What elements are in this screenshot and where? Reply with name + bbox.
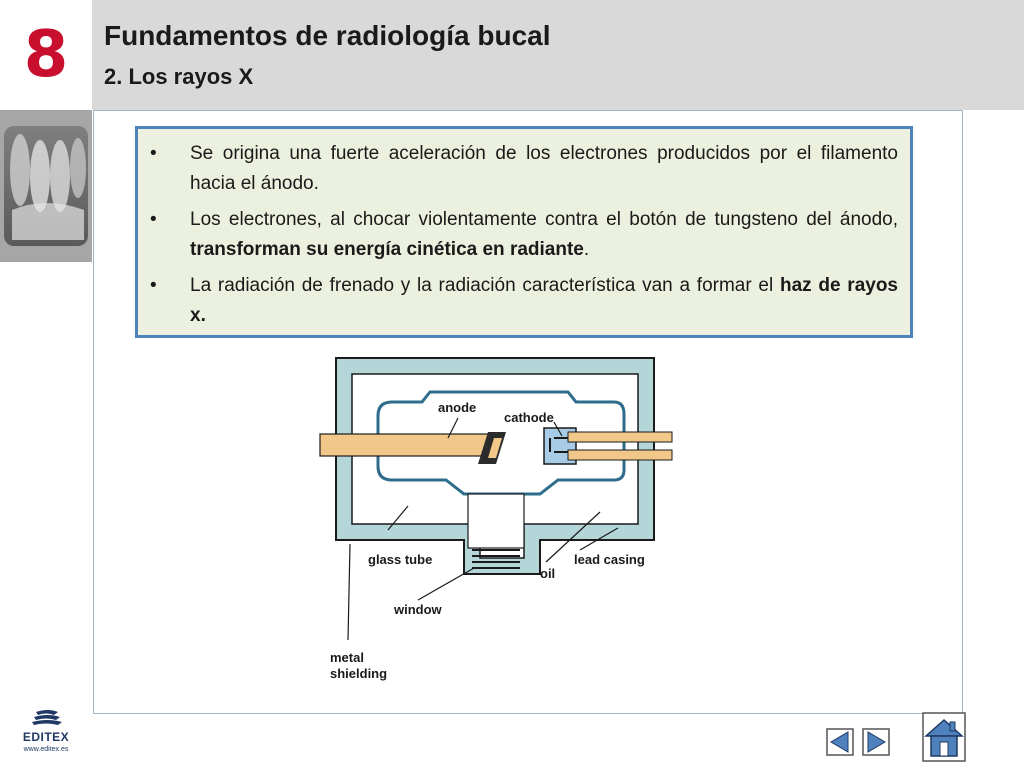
bullet-icon: • [150,209,157,230]
slide-subtitle: 2. Los rayos X [104,64,254,89]
bullet-item: • Se origina una fuerte aceleración de l… [148,139,898,199]
bullet-text-box: • Se origina una fuerte aceleración de l… [135,126,913,338]
shielding-label: shielding [330,666,387,681]
window-label: window [393,602,443,617]
dental-xray-thumbnail [0,110,92,262]
oil-label: oil [540,566,555,581]
glass-tube-label: glass tube [368,552,432,567]
next-slide-button[interactable] [862,728,890,756]
chapter-number: 8 [23,18,69,92]
previous-slide-button[interactable] [826,728,854,756]
window-threads [472,549,520,569]
xray-tube-diagram: anode cathode glass tube oil lead casing… [319,357,673,681]
label-leaders [347,417,619,641]
dental-xray-image [0,110,92,262]
window-block [467,493,525,549]
bullet-item: • Los electrones, al chocar violentament… [148,205,898,265]
bullet-text: Se origina una fuerte aceleración de los… [190,139,898,199]
logo-brand-text: EDITEX [22,730,70,744]
bullet-text-part: Los electrones, al chocar violentamente … [190,209,898,230]
cathode-label: cathode [504,410,554,425]
bullet-icon: • [150,143,157,164]
logo-url-text: www.editex.es [23,746,69,753]
triangle-left-icon [826,728,854,756]
bullet-text: La radiación de frenado y la radiación c… [190,271,898,331]
bullet-text-part: La radiación de frenado y la radiación c… [190,275,780,296]
editex-logo: EDITEX www.editex.es [14,708,78,760]
bullet-text-bold: transforman su energía cinética en radia… [190,239,584,260]
bullet-text-part: . [583,239,590,260]
metal-label: metal [330,650,364,665]
house-icon [922,712,966,762]
bullet-text: Los electrones, al chocar violentamente … [190,205,898,265]
editex-logo-icon [32,710,62,725]
home-button[interactable] [922,712,966,762]
slide-header: Fundamentos de radiología bucal 2. Los r… [92,0,1024,110]
bullet-text-part: Se origina una fuerte aceleración de los… [190,143,898,194]
slide-title: Fundamentos de radiología bucal [104,20,551,51]
bullet-text-bold: haz de rayos x. [190,275,898,326]
anode-rod [319,433,497,457]
cathode-leads [567,431,673,461]
lead-casing-label: lead casing [574,552,645,567]
anode-label: anode [438,400,476,415]
chapter-badge: 8 [0,0,92,110]
triangle-right-icon [862,728,890,756]
cathode-filament [549,437,568,453]
bullet-icon: • [150,275,157,296]
tungsten-button [488,438,502,458]
bullet-item: • La radiación de frenado y la radiación… [148,271,898,331]
